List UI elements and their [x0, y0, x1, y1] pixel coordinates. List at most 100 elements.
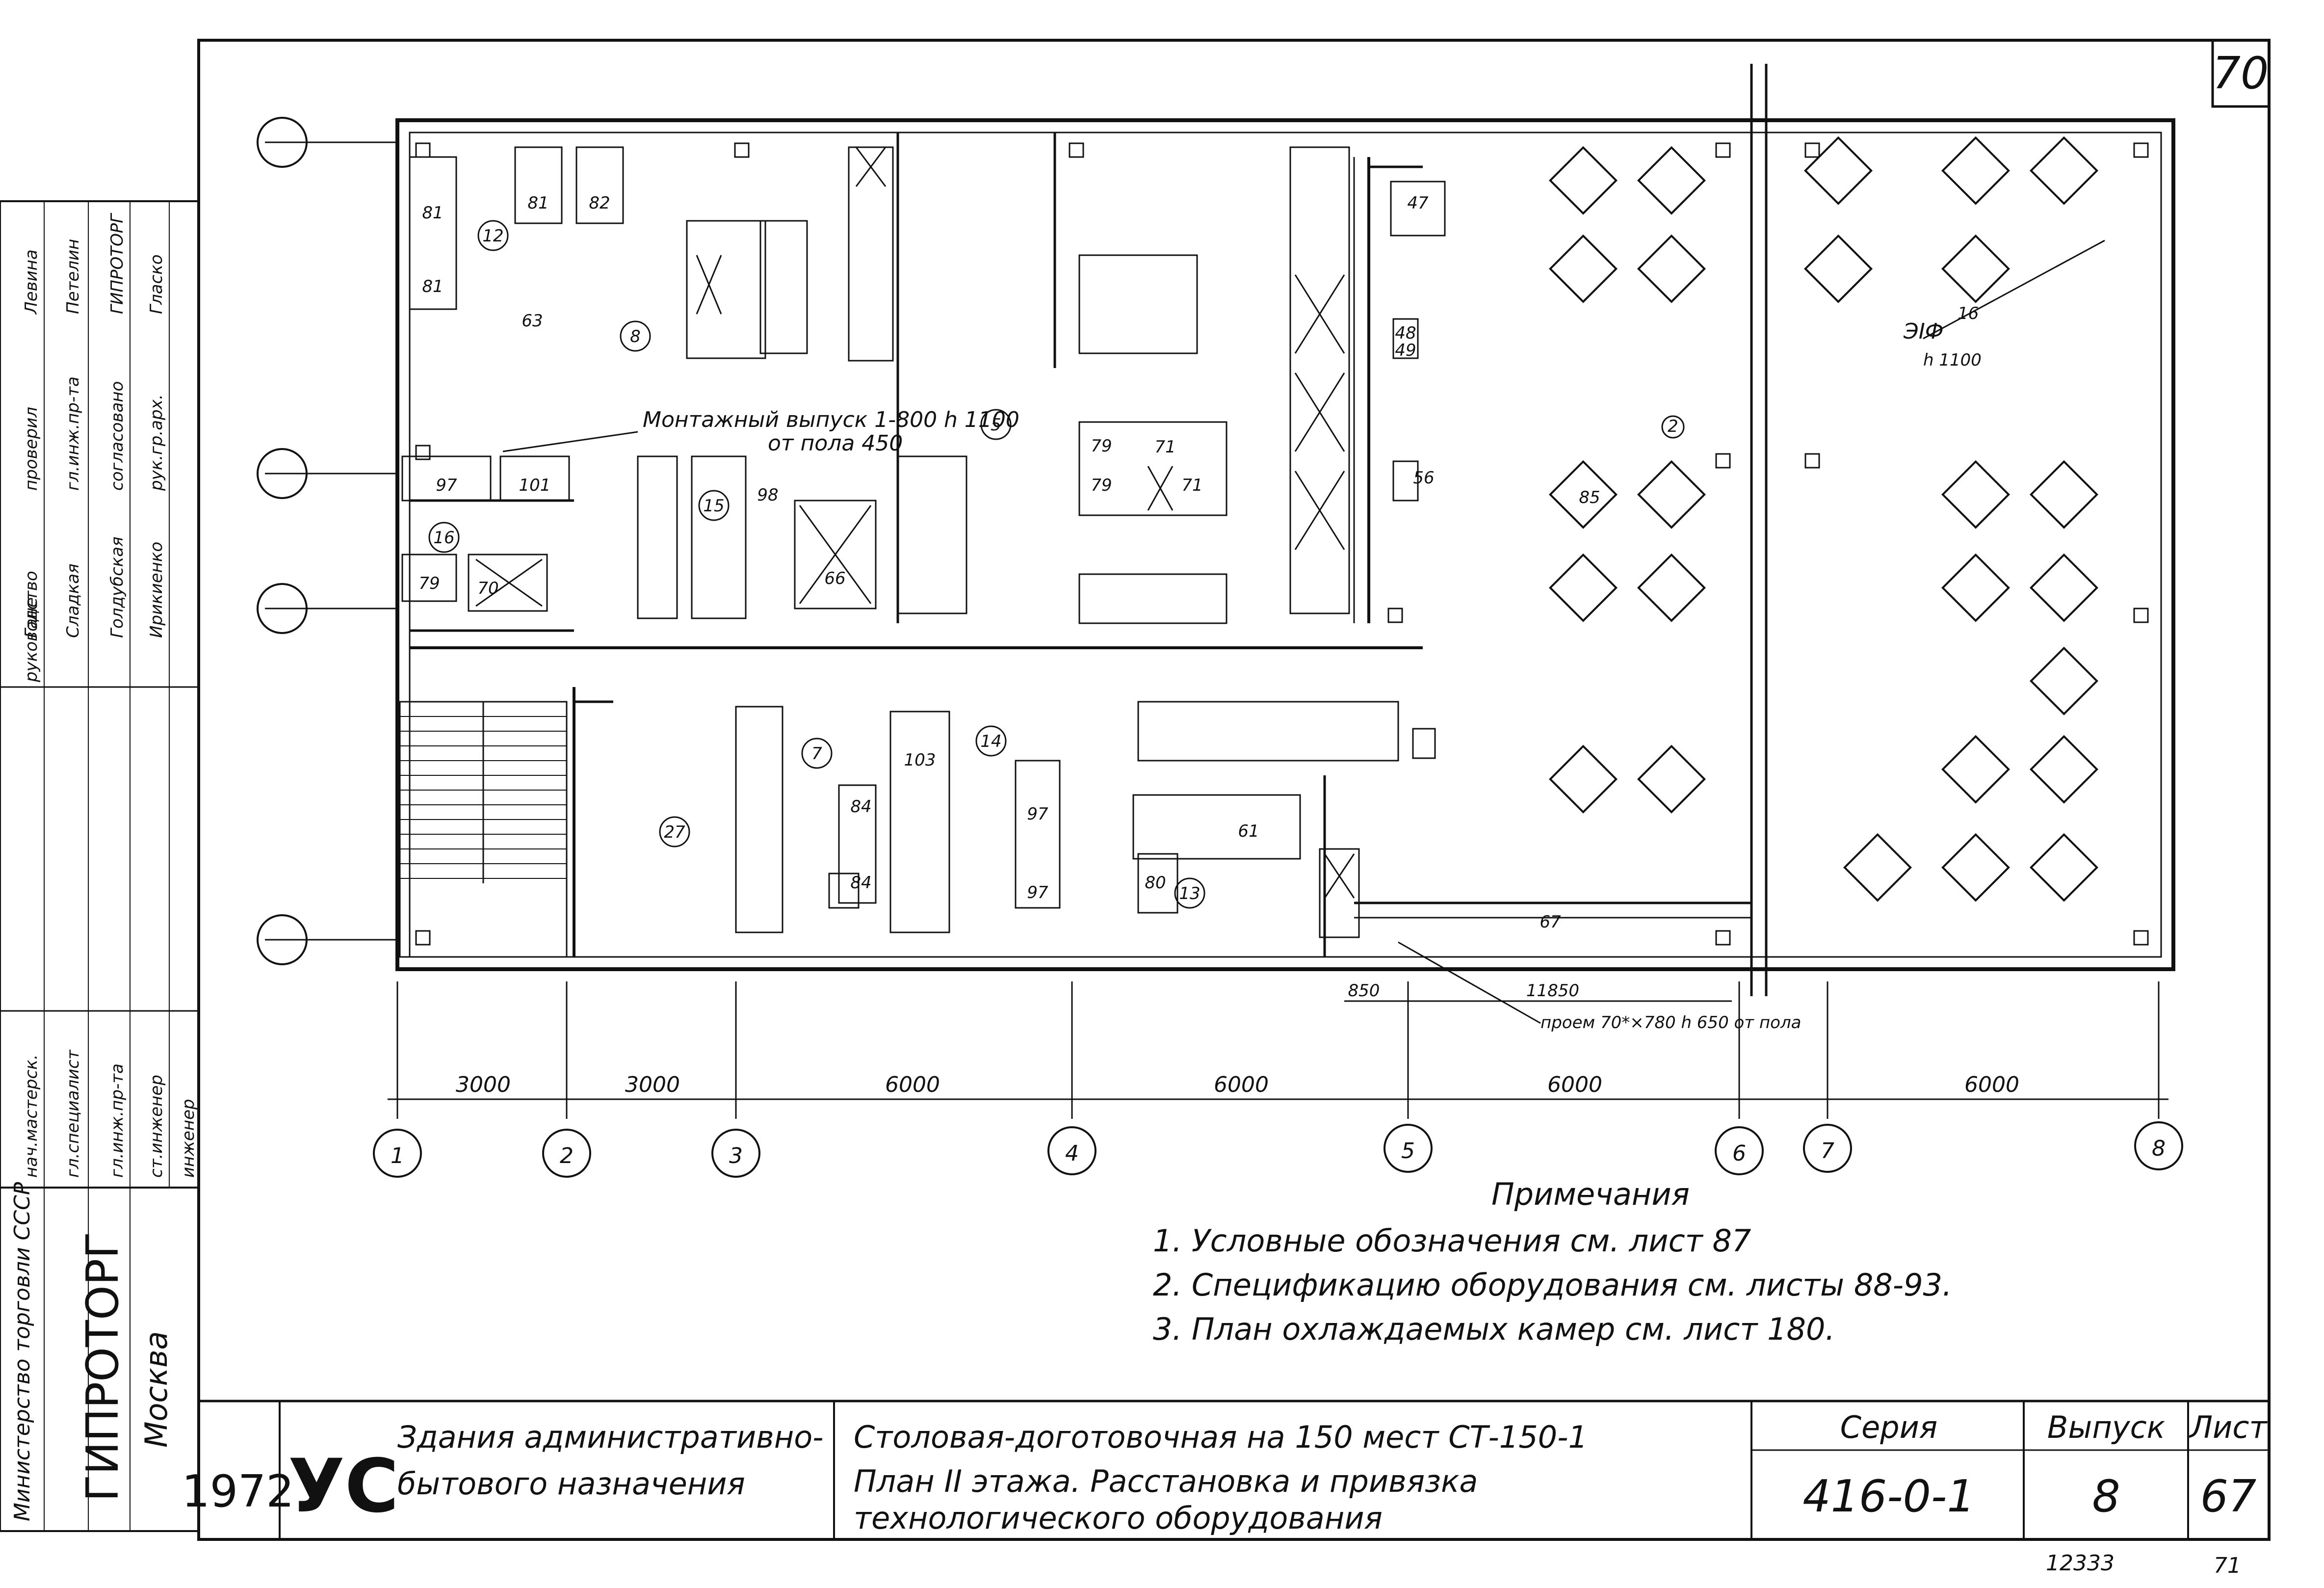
- stamp-role: руководство: [22, 571, 41, 683]
- sheet-label: Лист: [2189, 1409, 2268, 1445]
- building-plan: 12 8 16 15 5 7 14 13 27 2 85 81 81 81 82…: [395, 64, 2175, 1032]
- axis-dimension: 6000: [1547, 1072, 1602, 1097]
- room-number: 27: [664, 822, 685, 842]
- equipment-label: 81: [422, 277, 443, 296]
- side-stamp: Министерство торговли СССР ГИПРОТОРГ Мос…: [0, 200, 200, 1532]
- stamp-role: согласовано: [107, 381, 127, 491]
- drawing-title: План II этажа. Расстановка и привязка: [854, 1463, 1478, 1499]
- room-number: 16: [433, 528, 454, 548]
- archive-code: 12333: [2046, 1551, 2115, 1576]
- title-year: 1972: [182, 1466, 294, 1517]
- series-value: 416-0-1: [1802, 1471, 1975, 1522]
- stamp-role: гл.специалист: [63, 1049, 83, 1178]
- stamp-name: Сладкая: [63, 563, 83, 638]
- room-number: 2: [1668, 417, 1678, 436]
- note-item: 1. Условные обозначения см. лист 87: [1153, 1223, 1751, 1259]
- title-logo: УС: [288, 1444, 399, 1529]
- equipment-group: [401, 146, 1446, 938]
- drawing-title: технологического оборудования: [854, 1500, 1383, 1536]
- axis-label: 5: [1401, 1138, 1415, 1164]
- staircase: [399, 701, 568, 958]
- axis-dimension: 3000: [625, 1072, 680, 1097]
- dimension-text: 11850: [1526, 981, 1579, 1001]
- stamp-role: гл.инж.пр-та: [107, 1063, 127, 1178]
- equipment-label: 79: [1091, 476, 1112, 495]
- axis-label: 7: [1821, 1138, 1834, 1164]
- axis-label: 8: [2152, 1136, 2166, 1161]
- equipment-label: 79: [1091, 436, 1112, 456]
- stamp-institute: ГИПРОТОРГ: [77, 1232, 129, 1502]
- title-subject: Здания административно-: [397, 1419, 824, 1455]
- leader-line: [1398, 941, 1541, 1024]
- axis-dimension: 3000: [456, 1072, 511, 1097]
- axis-dimension: 6000: [885, 1072, 940, 1097]
- axis-label: 3: [729, 1143, 743, 1168]
- equipment-label: 81: [527, 193, 548, 213]
- equipment-label: 81: [422, 203, 443, 223]
- room-number: 15: [703, 496, 724, 516]
- equipment-label: 67: [1540, 912, 1561, 932]
- title-block: 1972 УС Здания административно- бытового…: [182, 1400, 2269, 1539]
- room-number: 13: [1179, 884, 1200, 903]
- room-number: 14: [980, 732, 1001, 751]
- issue-value: 8: [2092, 1471, 2120, 1522]
- table-mark: 85: [1579, 488, 1600, 507]
- equipment-label: 84: [850, 873, 871, 893]
- exterior-wall-inner: [409, 132, 2162, 958]
- equipment-crossings: [475, 147, 1355, 899]
- stamp-role: проверил: [22, 407, 41, 491]
- issue-label: Выпуск: [2047, 1409, 2166, 1445]
- page-number: 71: [2214, 1553, 2241, 1578]
- equipment-label: 82: [589, 193, 610, 213]
- electric-note: h 1100: [1923, 350, 1982, 370]
- equipment-label: 80: [1145, 873, 1166, 893]
- axis-label: 6: [1732, 1141, 1746, 1166]
- equipment-label: 61: [1238, 821, 1259, 841]
- room-number: 5: [991, 415, 1001, 435]
- stamp-role: рук.гр.арх.: [147, 394, 166, 491]
- notes-heading: Примечания: [1491, 1176, 1690, 1212]
- equipment-label: 63: [522, 311, 543, 331]
- equipment-label: 98: [757, 485, 778, 505]
- equipment-label: 49: [1395, 341, 1416, 360]
- opening-note: проем 70*×780 h 650 от пола: [1541, 1013, 1802, 1032]
- stamp-role: нач.мастерск.: [22, 1055, 41, 1178]
- stamp-city: Москва: [138, 1331, 174, 1448]
- axis-dimension: 6000: [1964, 1072, 2019, 1097]
- exterior-wall: [395, 118, 2175, 971]
- stamp-name: Гласко: [147, 254, 166, 314]
- room-number: 7: [811, 744, 822, 764]
- equipment-label: 48: [1395, 323, 1416, 343]
- note-item: 2. Спецификацию оборудования см. листы 8…: [1153, 1267, 1952, 1303]
- stamp-name: Левина: [22, 249, 41, 315]
- axis-dimension: 6000: [1214, 1072, 1269, 1097]
- axis-grid-markers: [257, 117, 308, 965]
- stamp-role: ст.инженер: [147, 1075, 166, 1178]
- equipment-label: 97: [1027, 804, 1048, 824]
- equipment-label: 97: [1027, 883, 1048, 902]
- room-number: 8: [630, 327, 641, 346]
- mounting-note: от пола 450: [768, 431, 903, 456]
- equipment-label: 47: [1407, 193, 1429, 213]
- drawing-title: Столовая-доготовочная на 150 мест СТ-150…: [854, 1419, 1588, 1455]
- mounting-note: Монтажный выпуск 1-800 h 1100: [643, 407, 1019, 432]
- columns: [415, 142, 2149, 946]
- equipment-label: 71: [1154, 437, 1175, 457]
- note-item: 3. План охлаждаемых камер см. лист 180.: [1153, 1311, 1835, 1347]
- dimension-text: 850: [1348, 981, 1380, 1001]
- stamp-name: Гане: [22, 597, 41, 638]
- stamp-role: инженер: [179, 1099, 198, 1178]
- equipment-label: 79: [418, 574, 440, 593]
- corner-number-box: [2211, 39, 2271, 108]
- equipment-label: 103: [904, 750, 936, 770]
- axis-grid: [265, 141, 2168, 1119]
- stamp-organization: Министерство торговли СССР: [10, 1182, 35, 1521]
- stamp-name: Петелин: [63, 239, 83, 314]
- electric-note: ЭIФ: [1903, 319, 1944, 344]
- leader-line: [502, 431, 638, 452]
- notes: Примечания 1. Условные обозначения см. л…: [1153, 1176, 1952, 1347]
- axis-label: 2: [560, 1143, 574, 1168]
- dining-tables: [1548, 136, 2099, 902]
- equipment-label: 101: [519, 476, 551, 495]
